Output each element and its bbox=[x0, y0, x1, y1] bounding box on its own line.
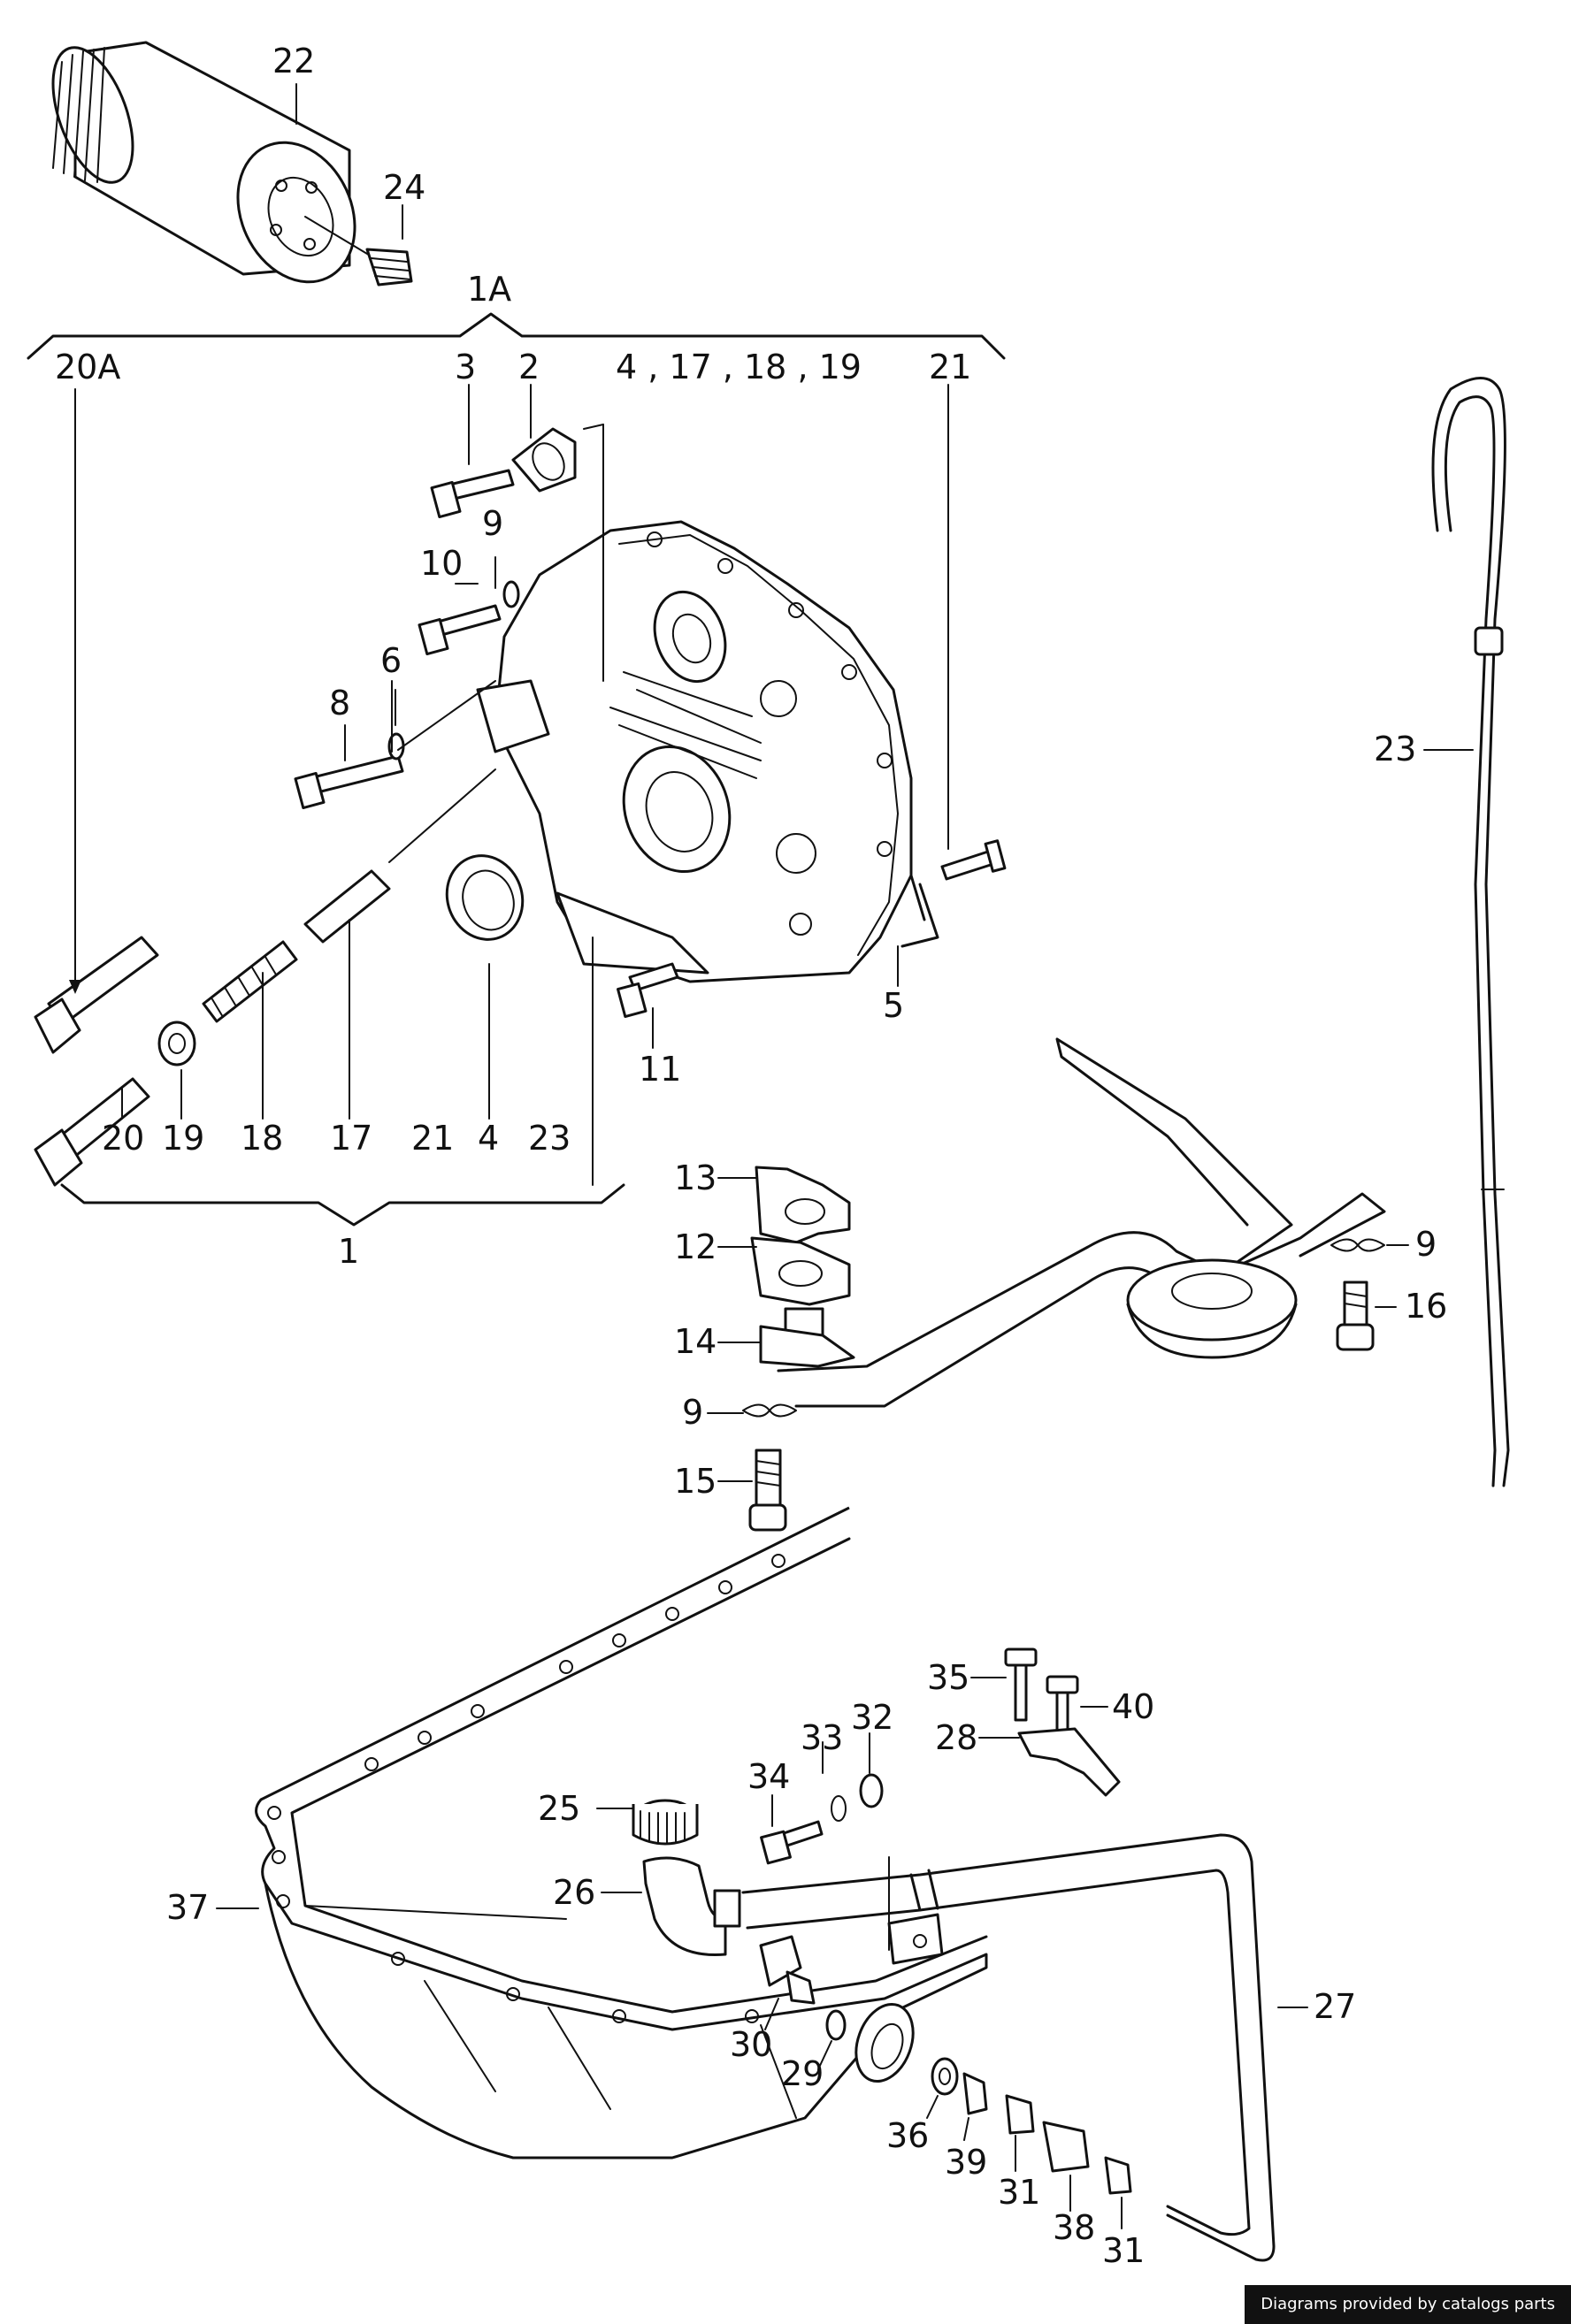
callout-37: 37 bbox=[166, 1888, 209, 1927]
bracket-1 bbox=[60, 1183, 625, 1227]
crankshaft-seal bbox=[445, 854, 525, 941]
callout-19: 19 bbox=[162, 1119, 204, 1158]
callout-25: 25 bbox=[538, 1789, 580, 1828]
callout-36: 36 bbox=[886, 2116, 929, 2155]
callout-5: 5 bbox=[883, 986, 904, 1025]
callout-4-17-18-19: 4 , 17 , 18 , 19 bbox=[616, 348, 862, 386]
dipstick bbox=[1431, 377, 1510, 1487]
pickup-bolts bbox=[742, 1238, 1385, 1532]
cover-gasket bbox=[900, 874, 939, 948]
callout-24: 24 bbox=[383, 168, 425, 207]
callout-23-dipstick: 23 bbox=[1374, 730, 1416, 768]
callout-3: 3 bbox=[455, 348, 476, 386]
callout-33: 33 bbox=[801, 1718, 843, 1757]
callout-12: 12 bbox=[674, 1227, 717, 1266]
callout-1a: 1A bbox=[467, 270, 511, 309]
callout-11: 11 bbox=[639, 1050, 681, 1089]
callout-14: 14 bbox=[674, 1322, 717, 1361]
callout-20: 20 bbox=[102, 1119, 144, 1158]
credit-banner: Diagrams provided by catalogs parts bbox=[1245, 2285, 1571, 2324]
callout-2: 2 bbox=[518, 348, 540, 386]
callout-31-b: 31 bbox=[1102, 2231, 1145, 2270]
callout-32: 32 bbox=[851, 1698, 893, 1737]
callout-10: 10 bbox=[420, 544, 463, 583]
callout-9-mid: 9 bbox=[682, 1393, 703, 1432]
callout-6: 6 bbox=[380, 641, 402, 680]
callout-21-bottom: 21 bbox=[411, 1119, 454, 1158]
oil-filter bbox=[51, 41, 413, 287]
callout-26: 26 bbox=[553, 1873, 595, 1912]
bracket-hardware bbox=[760, 1647, 1121, 1865]
front-cover bbox=[476, 520, 913, 983]
callout-29: 29 bbox=[781, 2054, 824, 2093]
callout-4: 4 bbox=[478, 1119, 499, 1158]
callout-40: 40 bbox=[1112, 1687, 1154, 1726]
callout-23-bottom: 23 bbox=[528, 1119, 571, 1158]
callout-38: 38 bbox=[1053, 2208, 1095, 2247]
callout-27: 27 bbox=[1314, 1987, 1356, 2026]
leader-lines-bottom bbox=[216, 83, 1474, 2229]
callout-8: 8 bbox=[329, 684, 350, 722]
callout-21-top: 21 bbox=[929, 348, 971, 386]
callout-9-right: 9 bbox=[1415, 1225, 1437, 1264]
breather-hose bbox=[741, 1833, 1276, 2262]
bracket-1a bbox=[27, 312, 1006, 360]
callout-13: 13 bbox=[674, 1158, 717, 1197]
callout-30: 30 bbox=[730, 2025, 772, 2064]
callout-1: 1 bbox=[338, 1232, 359, 1271]
callout-31-a: 31 bbox=[998, 2173, 1040, 2212]
callout-15: 15 bbox=[674, 1462, 717, 1501]
callout-39: 39 bbox=[945, 2143, 987, 2182]
callout-17: 17 bbox=[330, 1119, 372, 1158]
oil-pan bbox=[255, 1506, 988, 2160]
oil-filler-parts bbox=[632, 1799, 741, 1956]
oil-pickup-tube bbox=[750, 1037, 1386, 1408]
callout-35: 35 bbox=[927, 1658, 969, 1697]
callout-22: 22 bbox=[272, 42, 315, 80]
callout-20a: 20A bbox=[55, 348, 120, 386]
callout-28: 28 bbox=[935, 1718, 977, 1757]
relief-valve-parts bbox=[34, 768, 496, 1187]
drain-and-fittings bbox=[759, 1935, 1132, 2195]
callout-9-top: 9 bbox=[482, 504, 503, 543]
callout-16: 16 bbox=[1405, 1287, 1447, 1326]
leader-lines-top bbox=[69, 384, 949, 1186]
callout-34: 34 bbox=[747, 1757, 790, 1796]
callout-18: 18 bbox=[241, 1119, 283, 1158]
cover-bolts bbox=[294, 424, 1007, 1019]
